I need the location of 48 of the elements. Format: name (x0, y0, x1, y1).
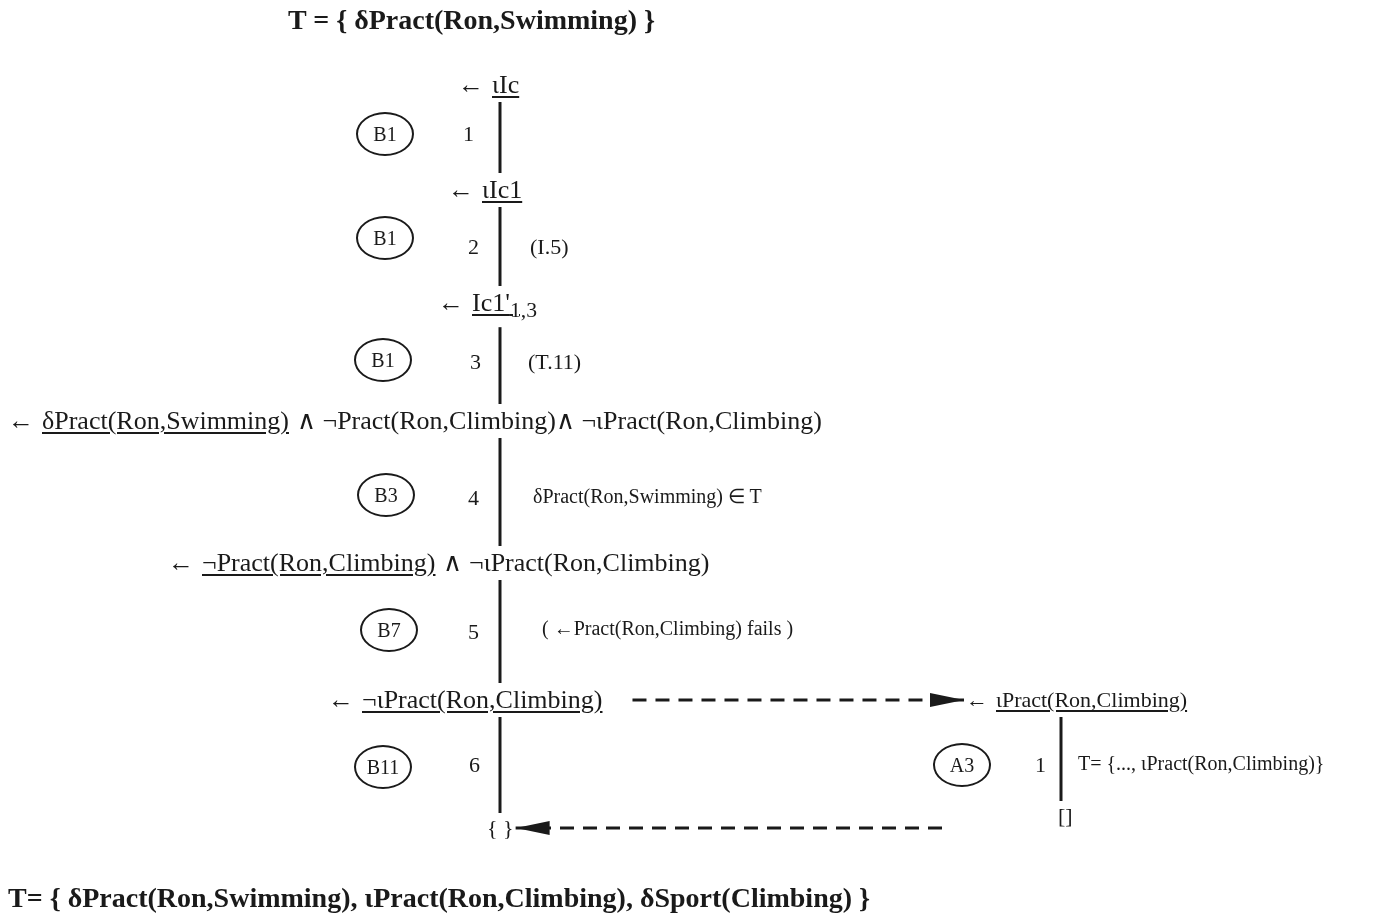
result-text: { } (487, 815, 514, 841)
step-number: 6 (469, 752, 480, 778)
selected-literal: ιPract(Ron,Climbing) (996, 686, 1188, 714)
derivation-line (498, 102, 502, 173)
step-number: 3 (470, 349, 481, 375)
rule-circle: B1 (356, 112, 414, 156)
rule-reference: (I.5) (530, 234, 569, 260)
derivation-line (498, 717, 502, 813)
goal-remainder: ∧ ¬Pract(Ron,Climbing)∧ ¬ιPract(Ron,Climbing) (296, 406, 822, 436)
result-text: [] (1058, 803, 1073, 829)
selected-literal: Ic1'$_{1,3}$ (472, 288, 537, 325)
annotation: ( ←Pract(Ron,Climbing) fails ) (542, 616, 794, 640)
selected-literal: δPract(Ron,Swimming) (42, 406, 289, 436)
arrow (515, 821, 942, 835)
goal-arrow-symbol: ← (8, 406, 34, 436)
arrow (632, 693, 964, 707)
selected-literal: ¬ιPract(Ron,Climbing) (362, 685, 603, 715)
selected-literal: ιIc1 (482, 175, 523, 205)
step-number: 4 (468, 485, 479, 511)
caption: T= { δPract(Ron,Swimming), ιPract(Ron,Climbing), δSport(Climbing) } (8, 882, 871, 914)
step-number: 5 (468, 619, 479, 645)
rule-circle: B3 (357, 473, 415, 517)
annotation: δPract(Ron,Swimming) ∈ T (533, 484, 762, 508)
derivation-line (498, 327, 502, 404)
title: T = { δPract(Ron,Swimming) } (288, 4, 656, 36)
rule-circle: A3 (933, 743, 991, 787)
annotation: T= {..., ιPract(Ron,Climbing)} (1078, 751, 1325, 775)
goal-arrow-symbol: ← (448, 175, 474, 205)
step-number: 1 (463, 121, 474, 147)
derivation-line (498, 438, 502, 546)
goal-arrow-symbol: ← (438, 288, 464, 318)
goal-remainder: ∧ ¬ιPract(Ron,Climbing) (443, 548, 710, 578)
selected-literal: ¬Pract(Ron,Climbing) (202, 548, 436, 578)
derivation-line (498, 207, 502, 286)
step-number: 1 (1035, 752, 1046, 778)
rule-circle: B1 (354, 338, 412, 382)
step-number: 2 (468, 234, 479, 260)
rule-circle: B7 (360, 608, 418, 652)
derivation-line (498, 580, 502, 683)
rule-circle: B11 (354, 745, 412, 789)
rule-circle: B1 (356, 216, 414, 260)
goal-arrow-symbol: ← (966, 686, 988, 714)
selected-literal: ιIc (492, 70, 520, 100)
goal-arrow-symbol: ← (168, 548, 194, 578)
rule-reference: (T.11) (528, 349, 582, 375)
goal-arrow-symbol: ← (328, 685, 354, 715)
derivation-line (1059, 717, 1063, 801)
goal-arrow-symbol: ← (458, 70, 484, 100)
